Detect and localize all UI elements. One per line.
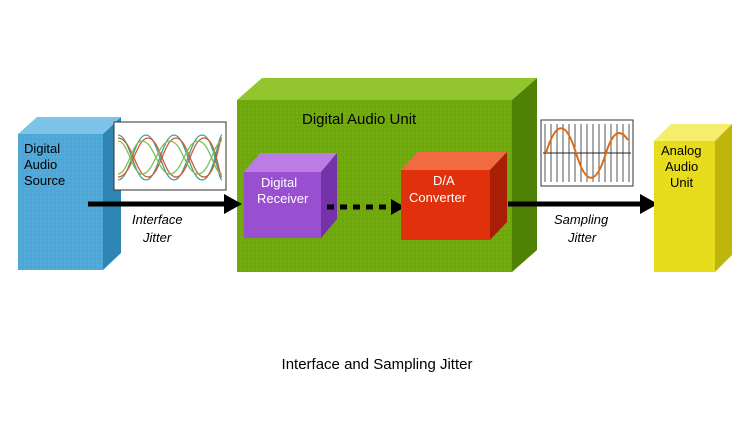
digital-audio-source-block: Digital Audio Source (18, 117, 121, 270)
svg-text:Digital Receiver: Digital Receiver (257, 175, 309, 206)
svg-text:Analog Audio Unit: Analog Audio Unit (661, 143, 705, 190)
sampling-jitter-arrow (508, 194, 658, 214)
converter-label-line-1: D/A (433, 173, 455, 188)
source-label-line-1: Digital (24, 141, 60, 156)
svg-text:Digital Audio Sour: Digital Audio Source (24, 141, 65, 188)
sine-wave-icon (540, 119, 634, 187)
eye-diagram-icon (113, 121, 227, 191)
digital-audio-unit-label: Digital Audio Unit (302, 111, 417, 128)
receiver-label-line-1: Digital (261, 175, 297, 190)
svg-text:D/A Converter: D/A Converter (409, 173, 467, 205)
interface-jitter-label-line-2: Jitter (142, 230, 172, 245)
analog-label-line-1: Analog (661, 143, 701, 158)
diagram-caption: Interface and Sampling Jitter (282, 356, 473, 373)
analog-label-line-2: Audio (665, 159, 698, 174)
converter-label-line-2: Converter (409, 190, 467, 205)
analog-audio-unit-block: Analog Audio Unit (654, 124, 732, 272)
source-label-line-3: Source (24, 173, 65, 188)
receiver-label-line-2: Receiver (257, 191, 309, 206)
da-converter-block: D/A Converter (401, 152, 507, 240)
receiver-to-converter-connector (327, 199, 405, 215)
interface-jitter-arrow (88, 194, 242, 214)
sampling-jitter-label-line-1: Sampling (554, 212, 609, 227)
interface-jitter-label-line-1: Interface (132, 212, 183, 227)
digital-receiver-block: Digital Receiver (244, 153, 337, 238)
svg-text:Interface Jitter: Interface Jitter (132, 212, 186, 245)
source-label-line-2: Audio (24, 157, 57, 172)
analog-label-line-3: Unit (670, 175, 694, 190)
sampling-jitter-label-line-2: Jitter (567, 230, 597, 245)
svg-text:Sampling Jitter: Sampling Jitter (554, 212, 612, 245)
